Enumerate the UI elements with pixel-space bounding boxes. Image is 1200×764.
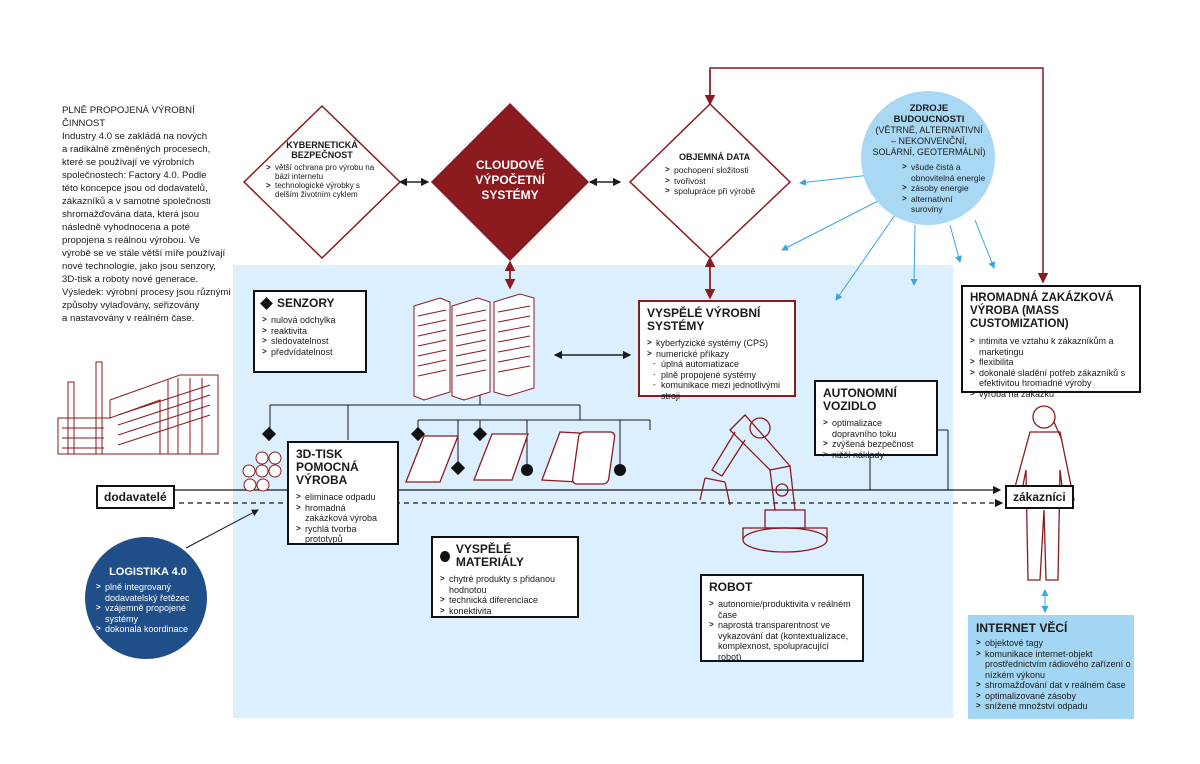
factory-icon [57,361,219,455]
autonomous-vehicle-box: AUTONOMNÍ VOZIDLO optimalizace dopravníh… [814,380,938,460]
server-rack-icon [413,293,535,401]
advanced-materials-box: VYSPĚLÉ MATERIÁLY chytré produkty s přid… [431,536,579,618]
cyber-item: větší ochrana pro výrobu na bázi interne… [266,163,378,181]
3d-print-box: 3D-TISK POMOCNÁ VÝROBA eliminace odpaduh… [287,441,399,545]
logistics-4-0: LOGISTIKA 4.0 plně integrovaný dodavatel… [96,566,200,635]
smartphone-icon [405,431,616,485]
circle-bullet-icon [440,550,450,562]
robot-arm-icon [699,414,828,553]
cyber-item: technologické výrobky s delším životním … [266,181,378,199]
diamond-bullet-icon [261,426,488,476]
intro-text: PLNĚ PROPOJENÁ VÝROBNÍ ČINNOST Industry … [62,105,231,324]
cloud-diamond [430,102,590,262]
internet-of-things: INTERNET VĚCÍ objektové tagykomunikace i… [976,622,1134,712]
mass-customization-box: HROMADNÁ ZAKÁZKOVÁ VÝROBA (MASS CUSTOMIZ… [961,285,1141,399]
suppliers-label: dodavatelé [96,485,175,509]
diamond-bullet-icon [260,297,273,310]
circle-bullet-icon [521,464,626,476]
cyber-security: KYBERNETICKÁ BEZPEČNOST větší ochrana pr… [266,140,378,199]
sensors-box: SENZORY nulová odchylkareaktivita sledov… [253,290,367,373]
spheres-icon [242,451,282,492]
advanced-production-box: VYSPĚLÉ VÝROBNÍ SYSTÉMY kyberfyzické sys… [638,300,796,401]
robot-box: ROBOT autonomie/produktivita v reálném č… [700,574,864,662]
future-sources: ZDROJE BUDOUCNOSTI (VĚTRNÉ, ALTERNATIVNÍ… [872,103,986,215]
intro-title: PLNĚ PROPOJENÁ VÝROBNÍ ČINNOST [62,105,195,129]
big-data: OBJEMNÁ DATA pochopení složitosti tvořiv… [665,152,765,197]
customers-label: zákazníci [1005,485,1074,509]
